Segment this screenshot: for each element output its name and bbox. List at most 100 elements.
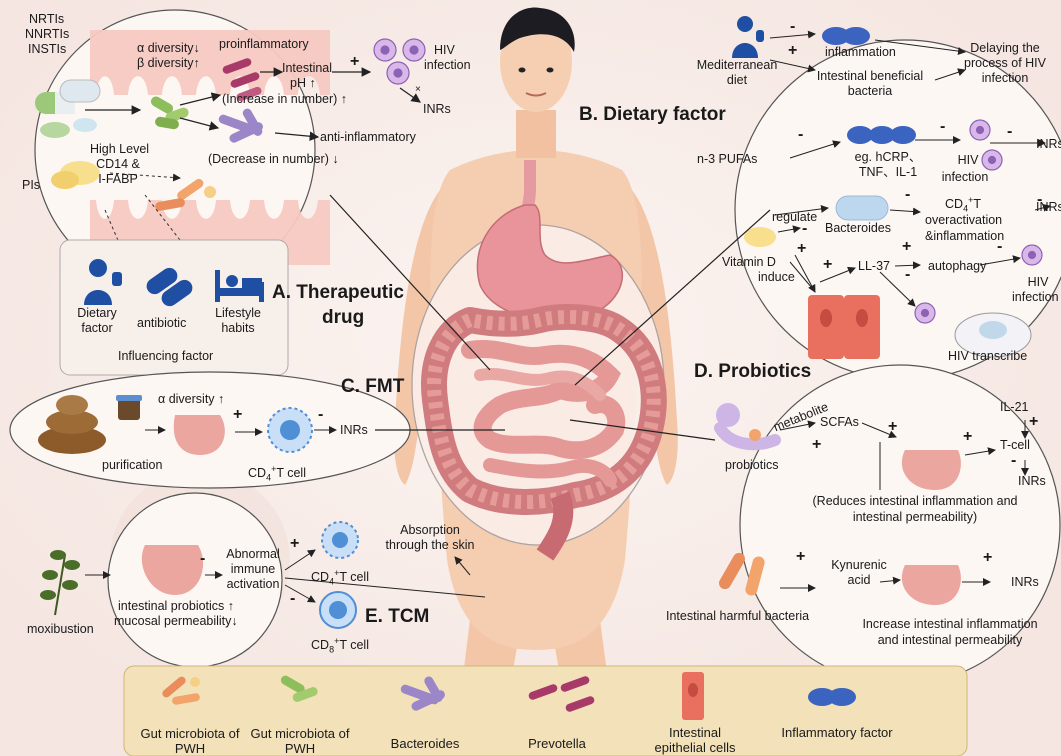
permeability-down-label: mucosal permeability↓ [114,614,238,628]
inrs-label-a: INRs [423,102,451,116]
hiv-infection-label: HIV [434,43,455,57]
plus-sign-scfa: + [888,420,897,434]
high-level-label-2: CD14 & [90,157,146,171]
plus-sign-vitd: + [797,242,806,256]
legend-label-gut-microbiota-2: Gut microbiota of [242,726,358,741]
anti-inflammatory-label: anti-inflammatory [320,130,416,144]
fmt-inrs-label: INRs [340,423,368,437]
drug-class-nrti: NRTIs [29,12,64,26]
hiv-label-right: HIV [1018,275,1058,289]
pis-label: PIs [22,178,40,192]
minus-sign-pufa: - [798,128,803,142]
legend-label-bacteroides: Bacteroides [380,736,470,751]
abnormal-activation-label-3: activation [218,577,288,591]
minus-sign-hiv: - [940,120,945,134]
high-level-label-3: I-FABP [90,172,146,186]
inflammation-label: inflammation [825,45,896,59]
minus-sign-cd4: - [905,188,910,202]
beneficial-bacteria-label-2: bacteria [800,84,940,98]
dietary-factor-label: Dietary [72,306,122,320]
reduces-inflammation-label-1: (Reduces intestinal inflammation and [770,494,1060,508]
minus-sign-fmt: - [318,408,323,422]
induce-label: induce [758,270,795,284]
beneficial-bacteria-label: Intestinal beneficial [800,69,940,83]
harmful-bacteria-label: Intestinal harmful bacteria [666,609,809,623]
inflammation-amp-label: &inflammation [925,229,1004,243]
minus-sign-transcribe: - [905,268,910,282]
plus-sign: + [350,55,359,69]
ll37-label: LL-37 [858,259,890,273]
dietary-factor-label-2: factor [72,321,122,335]
high-level-label-1: High Level [90,142,146,156]
abnormal-activation-label-2: immune [218,562,288,576]
plus-sign-autophagy: + [902,240,911,254]
plus-sign-med: + [788,44,797,58]
pufa-label: n-3 PUFAs [697,152,757,166]
plus-sign-tcell: + [963,430,972,444]
hiv-infection-right-label: infection [1012,290,1059,304]
kynurenic-label-1: Kynurenic [820,558,898,572]
section-d-title: D. Probiotics [694,361,811,383]
purification-label: purification [102,458,162,472]
reduces-inflammation-label-2: intestinal permeability) [770,510,1060,524]
absorption-label-1: Absorption [375,523,485,537]
influencing-factor-caption: Influencing factor [118,349,213,363]
inrs-label-b: INRs [1036,137,1061,151]
hiv-infection-label-2: infection [424,58,471,72]
section-c-title: C. FMT [341,376,404,398]
plus-sign-kyn: + [983,551,992,565]
section-a-title-line2: drug [322,307,364,329]
intestinal-ph-label: Intestinal [282,61,332,75]
increase-label: (Increase in number) ↑ [222,92,347,106]
legend-label-inflammatory-factor: Inflammatory factor [772,725,902,740]
fmt-cd4-label: CD4+T cell [248,462,306,485]
vitamin-d-label: Vitamin D [722,255,776,269]
legend-label-gut-microbiota-1b: PWH [135,741,245,756]
legend-icon-epithelial-cells [682,672,704,720]
minus-sign-med: - [790,20,795,34]
section-a-title: A. Therapeutic [272,282,404,304]
probiotics-label: probiotics [725,458,779,472]
increase-inflammation-label-1: Increase intestinal inflammation [840,617,1060,631]
minus-sign-bact: - [802,222,807,236]
minus-sign-autophagy: - [997,240,1002,254]
moxibustion-label: moxibustion [27,622,94,636]
delay-hiv-label-2: process of HIV [955,56,1055,70]
mediterranean-diet-label: Mediterranean [692,58,782,72]
tcm-cd8-label: CD8+T cell [311,634,369,657]
decrease-label: (Decrease in number) ↓ [208,152,339,166]
lifestyle-habits-label-2: habits [210,321,266,335]
increase-inflammation-label-2: and intestinal permeability [840,633,1060,647]
plus-sign-harmful: + [796,550,805,564]
minus-sign-inrs: - [1007,125,1012,139]
regulate-label: regulate [772,210,817,224]
hiv-infection-b-label-2: infection [930,170,1000,184]
section-b-title: B. Dietary factor [579,104,726,126]
epithelial-cells-icon [808,295,880,359]
tcell-label: T-cell [1000,438,1030,452]
alpha-diversity-label: α diversity↓ [137,41,200,55]
proinflammatory-label: proinflammatory [219,37,309,51]
probiotics-up-label: intestinal probiotics ↑ [118,599,234,613]
kynurenic-label-2: acid [820,573,898,587]
abnormal-activation-label-1: Abnormal [218,547,288,561]
fmt-alpha-diversity-label: α diversity ↑ [158,392,224,406]
drug-class-insti: INSTIs [28,42,66,56]
inrs-label-b2: INRs [1036,200,1061,214]
hiv-transcribe-label: HIV transcribe [948,349,1027,363]
antibiotic-label: antibiotic [137,316,186,330]
lifestyle-habits-label: Lifestyle [210,306,266,320]
legend-label-gut-microbiota-1: Gut microbiota of [135,726,245,741]
jar-icon [118,398,140,420]
plus-sign-il21: + [1029,415,1038,429]
cd8-t-cell-icon-e [320,592,356,628]
delay-hiv-label-3: infection [955,71,1055,85]
cd4-t-cell-icon-e [322,522,358,558]
minus-sign-tcm2: - [290,592,295,606]
bacteroides-label: Bacteroides [825,221,891,235]
cross-mark: × [415,83,421,97]
inflam-markers-label: eg. hCRP、 [848,150,928,164]
legend-label-epithelial-cells: Intestinal [645,725,745,740]
plus-sign-fmt: + [233,408,242,422]
